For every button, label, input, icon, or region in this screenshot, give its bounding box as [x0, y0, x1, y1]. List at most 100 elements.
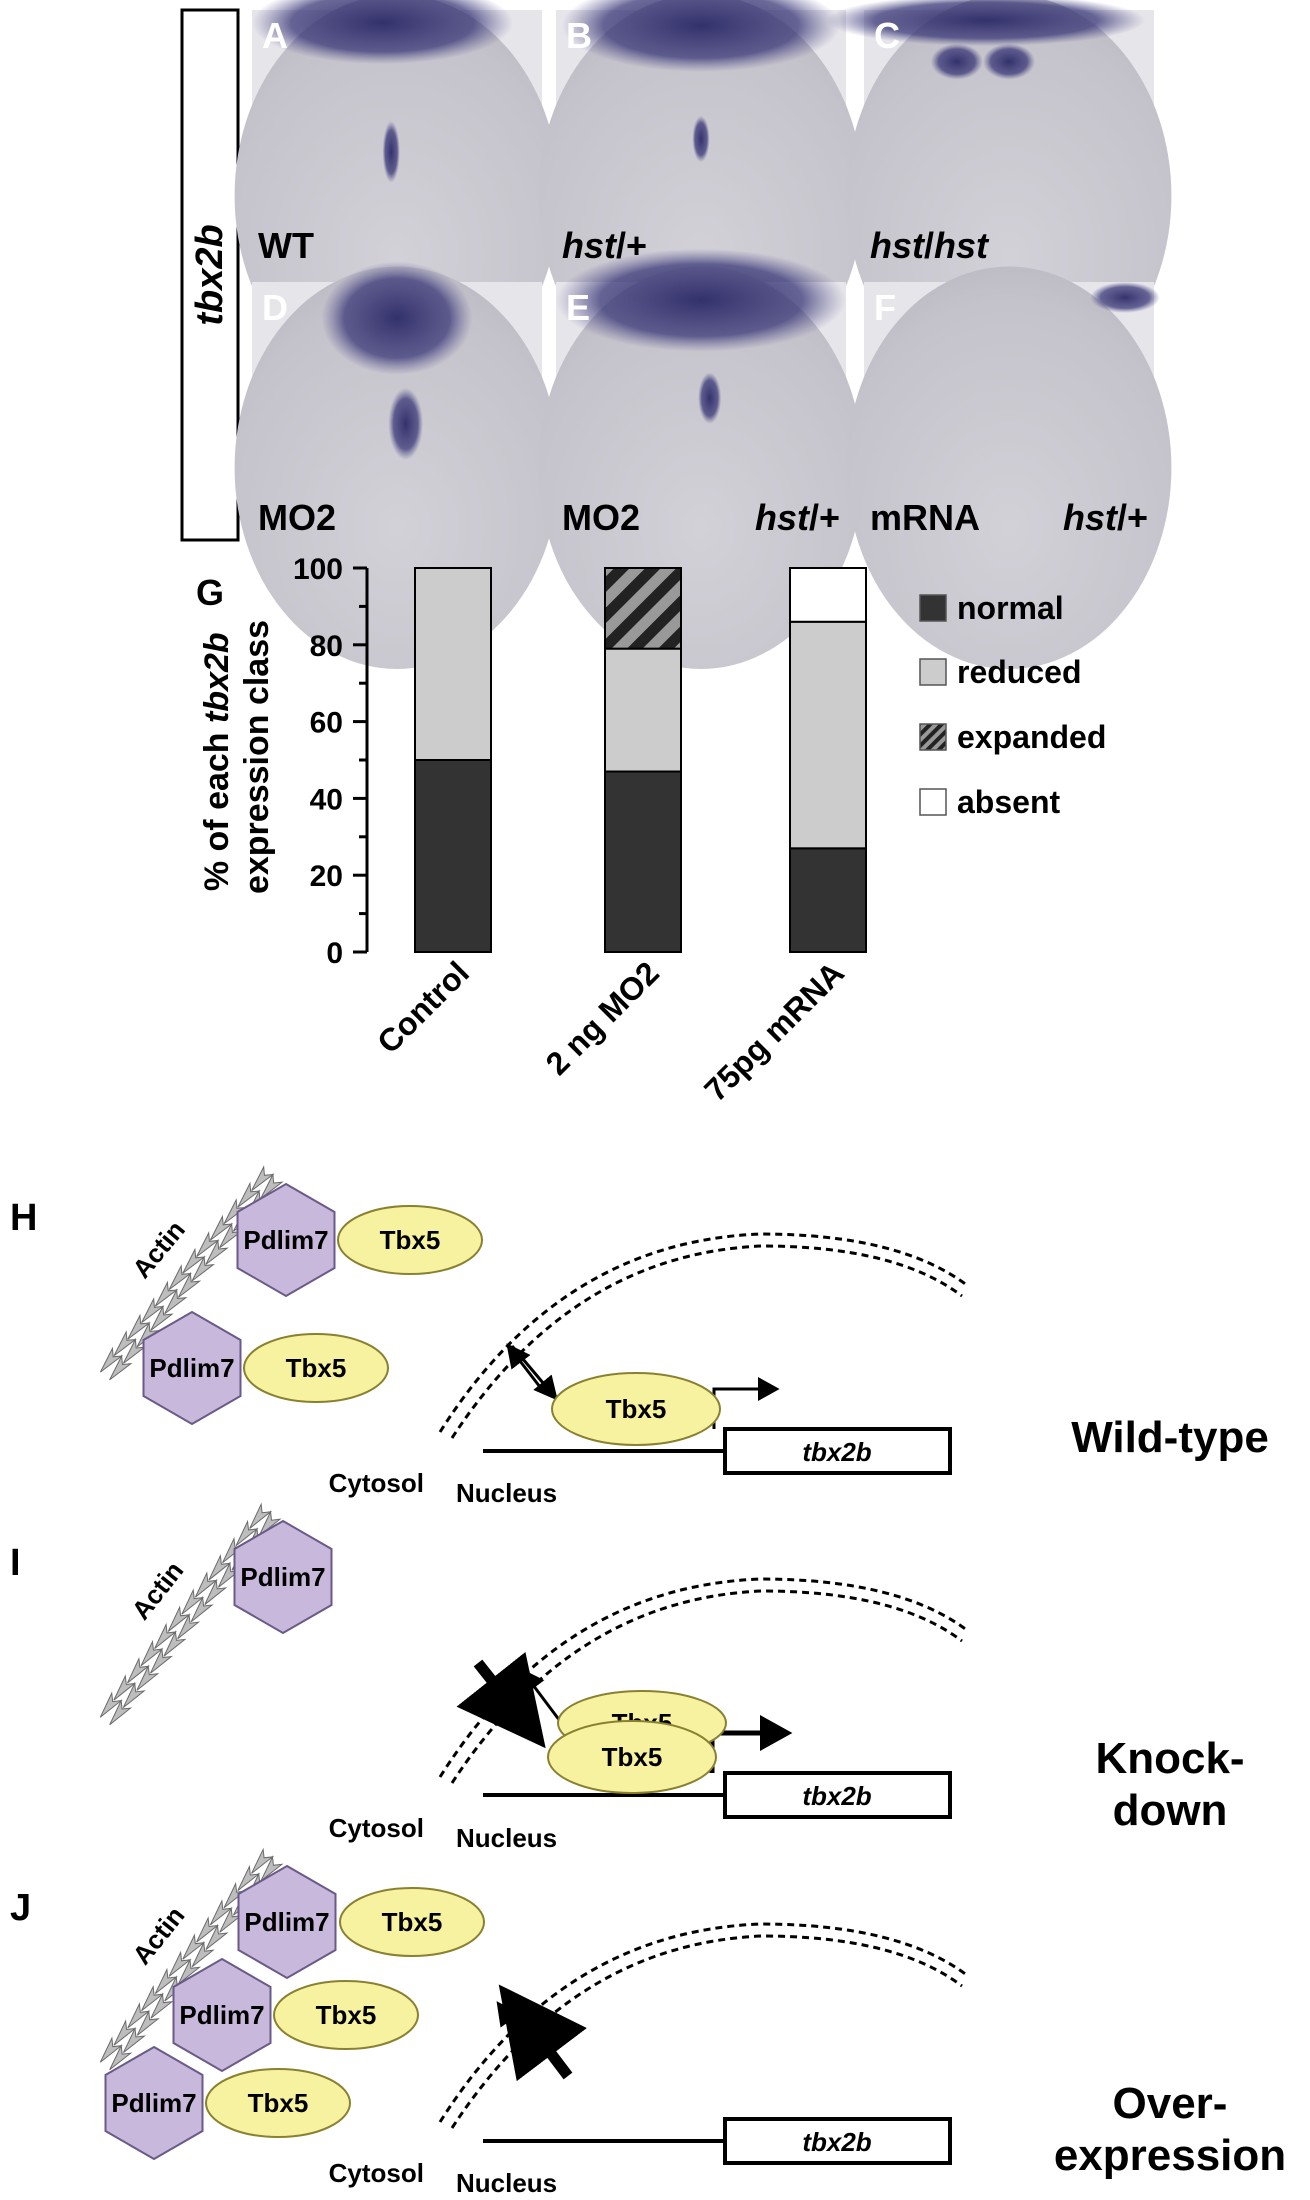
actin-subunit: [109, 1698, 133, 1726]
legend-swatch: [919, 594, 947, 622]
actin-subunit: [136, 1664, 160, 1691]
cytosol-label: Cytosol: [329, 1813, 424, 1843]
actin-subunit: [154, 1280, 179, 1307]
actin-subunit: [163, 1630, 187, 1657]
text-segment: hst: [1063, 497, 1119, 538]
gene-label: tbx2b: [802, 1781, 871, 1811]
actin-subunit: [167, 1605, 191, 1632]
actin-subunit: [122, 1681, 146, 1708]
import-arrow-strong: [456, 1651, 546, 1749]
actin-subunit: [191, 1940, 215, 1968]
gene-box: [723, 2117, 952, 2165]
text-segment: hst: [562, 225, 618, 266]
actin-subunit: [168, 1950, 192, 1977]
diagram-i: IKnock-downActinPdlim7tbx2bTbx5Tbx5Cytos…: [10, 1502, 1245, 1853]
pdlim7-hexagon: [172, 1957, 272, 2073]
condition-label: down: [1113, 1786, 1228, 1835]
tbx5-label: Tbx5: [380, 1225, 441, 1255]
tbx5-label: Tbx5: [248, 2088, 309, 2118]
actin-subunit: [177, 1958, 202, 1985]
gene-label-strip: tbx2b: [180, 8, 240, 542]
pdlim7-protein: Pdlim7: [104, 2045, 204, 2161]
condition-label: Over-: [1113, 2079, 1228, 2128]
actin-subunit: [122, 2026, 147, 2053]
pdlim7-hexagon: [142, 1310, 242, 1426]
expression-stain: [382, 120, 400, 183]
diagram-letter: J: [10, 1887, 31, 1929]
actin-subunit: [260, 1172, 284, 1199]
legend-swatch: [919, 788, 947, 816]
y-tick-label: 60: [310, 707, 343, 740]
promoter-line: [709, 1730, 760, 1773]
panel-genotype-label-right: hst/+: [755, 497, 840, 538]
actin-subunit: [113, 2019, 137, 2046]
legend-label: expanded: [957, 719, 1106, 755]
pdlim7-protein: Pdlim7: [172, 1957, 272, 2073]
tbx2b-gene: tbx2b: [723, 1427, 952, 1475]
tbx5-label: Tbx5: [606, 1394, 667, 1424]
gene-box: [723, 1427, 952, 1475]
bar-segment: [789, 567, 867, 623]
y-tick-label: 20: [310, 860, 343, 893]
text-segment: mRNA: [870, 497, 980, 538]
text-segment: MO2: [258, 497, 336, 538]
panel-genotype-label: MO2: [258, 497, 336, 538]
gene-box: [723, 1771, 952, 1819]
text-segment: MO2: [562, 497, 640, 538]
y-tick-label: 0: [326, 937, 343, 970]
legend-label: normal: [957, 590, 1064, 626]
actin-subunit: [150, 1304, 174, 1331]
y-axis-label: % of each tbx2b expression class: [198, 620, 276, 894]
actin-subunit: [237, 1181, 261, 1208]
pdlim7-hexagon: [104, 2045, 204, 2161]
actin-subunit: [209, 1214, 234, 1241]
expression-stain: [321, 261, 473, 375]
actin-subunit: [208, 1554, 232, 1581]
text-segment: /: [924, 225, 934, 266]
expression-stain: [982, 43, 1036, 80]
actin-subunit: [235, 1519, 259, 1547]
panel-letter: E: [566, 287, 590, 328]
actin-subunit: [99, 1691, 123, 1718]
actin-subunit: [109, 2043, 133, 2071]
tbx5-ellipse: [273, 1980, 419, 2050]
actin-subunit: [99, 2036, 123, 2063]
actin-subunit: [181, 1588, 205, 1615]
tbx5-label: Tbx5: [316, 2000, 377, 2030]
panel-genotype-label: MO2: [562, 497, 640, 538]
gene-label: tbx2b: [802, 1437, 871, 1467]
actin-subunit: [168, 1264, 193, 1291]
export-arrow: [506, 1343, 542, 1388]
tbx5-protein: Tbx5: [205, 2068, 351, 2138]
expression-stain: [930, 43, 983, 80]
actin-subunit: [154, 1622, 178, 1650]
actin-subunit: [99, 1346, 124, 1373]
actin-subunit: [154, 1967, 178, 1994]
tbx5-ellipse: [339, 1887, 485, 1957]
text-segment: hst: [934, 225, 990, 266]
export-arrow-weak: [520, 1668, 562, 1722]
actin-subunit: [196, 1231, 220, 1258]
diagram-letter: H: [10, 1197, 37, 1239]
actin-subunit: [217, 1561, 241, 1588]
tbx5-ellipse: [547, 1720, 717, 1794]
bar-segment: [414, 759, 492, 953]
actin-subunit: [219, 1906, 243, 1933]
expression-stain: [698, 372, 722, 424]
diagram-letter: I: [10, 1542, 21, 1584]
x-tick-label: Control: [370, 954, 476, 1060]
actin-subunit: [127, 2002, 151, 2029]
text-segment: hst: [755, 497, 811, 538]
text-segment: G: [196, 572, 224, 613]
bar-segment: [604, 770, 682, 954]
actin-subunit: [258, 1509, 282, 1537]
text-segment: D: [262, 287, 288, 328]
actin-subunit: [113, 1674, 137, 1701]
actin-subunit: [141, 1297, 165, 1324]
text-segment: F: [874, 287, 896, 328]
text-segment: /+: [809, 497, 840, 538]
text-segment: tbx2b: [198, 623, 236, 723]
strip-gene-label: tbx2b: [189, 224, 231, 325]
